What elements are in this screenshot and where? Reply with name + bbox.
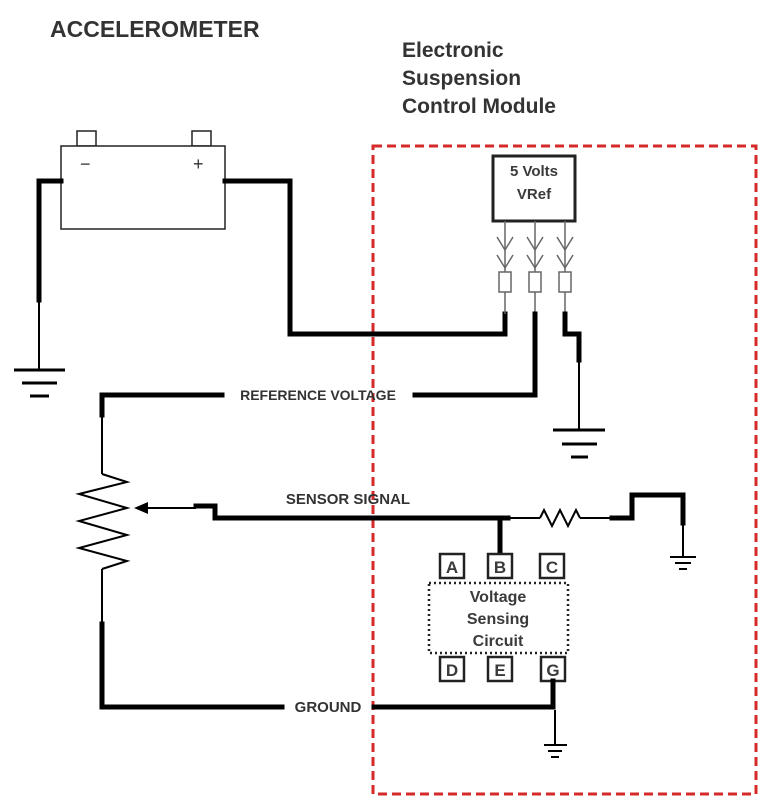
pin-e: E xyxy=(486,655,514,683)
pin-g: G xyxy=(539,655,567,683)
svg-text:B: B xyxy=(494,558,506,577)
connector-pin-icon xyxy=(496,221,514,314)
vref-label-line-1: 5 Volts xyxy=(510,163,558,180)
pull-down-resistor-icon xyxy=(539,507,581,529)
sensor-signal-label: SENSOR SIGNAL xyxy=(286,491,410,508)
module-title-line-3: Control Module xyxy=(402,95,556,118)
svg-text:C: C xyxy=(546,558,558,577)
circuit-label-line-1: Voltage xyxy=(470,589,527,606)
ground-symbol-icon xyxy=(14,368,65,398)
wiper-arrow-icon xyxy=(134,502,196,514)
battery-ground-wire xyxy=(36,178,64,369)
module-ground-wire xyxy=(562,311,582,430)
svg-text:G: G xyxy=(546,661,559,680)
reference-voltage-wire xyxy=(99,311,538,474)
svg-text:A: A xyxy=(446,558,458,577)
pin-b: B xyxy=(486,552,514,580)
sensor-signal-wire xyxy=(193,492,686,557)
connector-pins xyxy=(496,221,574,314)
ground-label: GROUND xyxy=(295,699,362,716)
ground-wire xyxy=(99,569,556,745)
module-title-line-2: Suspension xyxy=(402,67,521,90)
connector-pin-icon xyxy=(556,221,574,314)
diagram-title: ACCELEROMETER xyxy=(50,16,260,42)
voltage-sensing-circuit: Voltage Sensing Circuit xyxy=(427,581,570,655)
ground-symbol-icon xyxy=(670,556,696,570)
ground-symbol-icon xyxy=(544,744,567,758)
pin-a: A xyxy=(438,552,466,580)
control-module-boundary xyxy=(371,144,758,796)
circuit-label-line-2: Sensing xyxy=(467,611,529,628)
svg-text:E: E xyxy=(494,661,505,680)
battery-negative-symbol: − xyxy=(80,154,91,174)
module-title-line-1: Electronic xyxy=(402,39,504,62)
pin-d: D xyxy=(438,655,466,683)
reference-voltage-label: REFERENCE VOLTAGE xyxy=(240,387,396,403)
circuit-label-line-3: Circuit xyxy=(473,633,524,650)
vref-label-line-2: VRef xyxy=(517,186,552,203)
potentiometer-icon xyxy=(75,473,131,570)
ground-symbol-icon xyxy=(553,428,605,459)
connector-pin-icon xyxy=(526,221,544,314)
battery-icon: − + xyxy=(60,130,226,230)
svg-text:D: D xyxy=(446,661,458,680)
battery-positive-symbol: + xyxy=(193,154,204,174)
battery-positive-wire xyxy=(222,178,508,337)
vref-box: 5 Volts VRef xyxy=(491,154,577,223)
pin-c: C xyxy=(538,552,566,580)
